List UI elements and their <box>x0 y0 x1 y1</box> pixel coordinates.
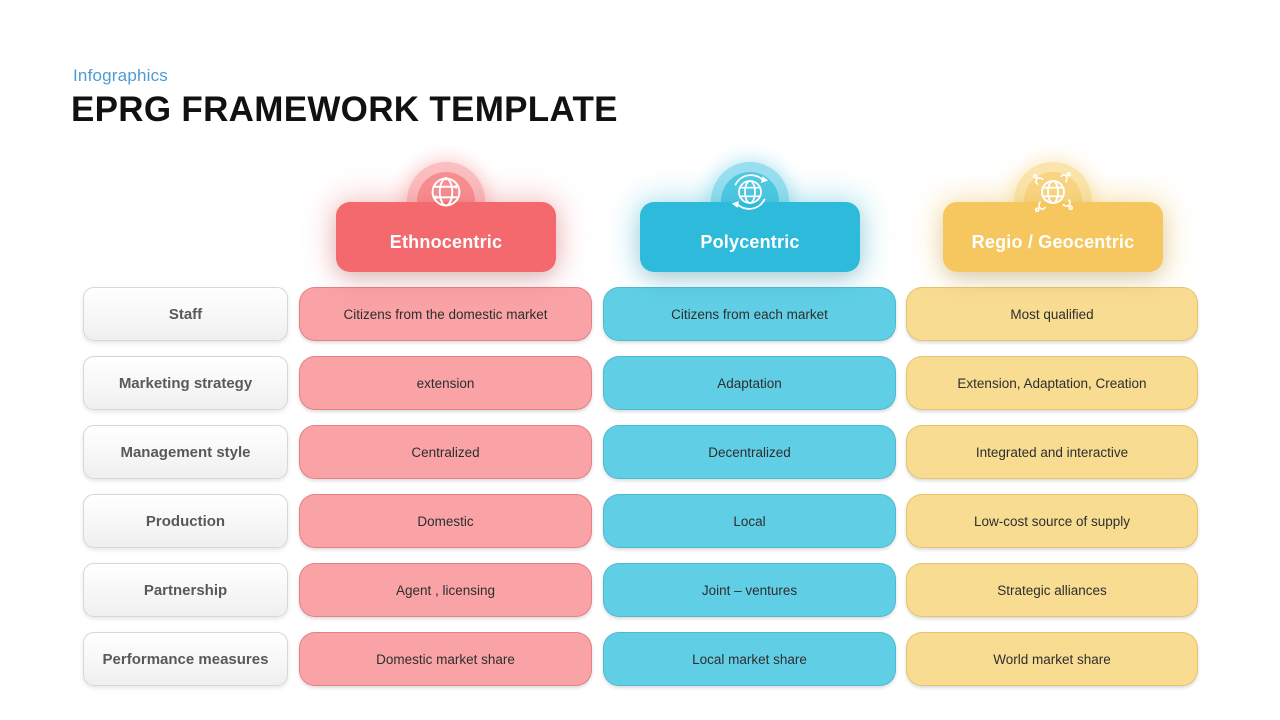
globe-network-icon <box>1032 171 1074 213</box>
row-label-partnership: Partnership <box>83 563 288 617</box>
row-label-production: Production <box>83 494 288 548</box>
column-header-ethnocentric: Ethnocentric <box>336 152 556 274</box>
cell-ethnocentric-staff: Citizens from the domestic market <box>299 287 592 341</box>
cell-polycentric-production: Local <box>603 494 896 548</box>
cell-geocentric-staff: Most qualified <box>906 287 1198 341</box>
row-label-performance-measures: Performance measures <box>83 632 288 686</box>
cell-geocentric-performance-measures: World market share <box>906 632 1198 686</box>
column-title-polycentric: Polycentric <box>640 202 860 272</box>
cell-polycentric-performance-measures: Local market share <box>603 632 896 686</box>
column-title-ethnocentric: Ethnocentric <box>336 202 556 272</box>
page-title: EPRG FRAMEWORK TEMPLATE <box>71 90 618 129</box>
cell-geocentric-marketing-strategy: Extension, Adaptation, Creation <box>906 356 1198 410</box>
row-label-management-style: Management style <box>83 425 288 479</box>
cell-polycentric-staff: Citizens from each market <box>603 287 896 341</box>
cell-polycentric-partnership: Joint – ventures <box>603 563 896 617</box>
column-header-polycentric: Polycentric <box>640 152 860 274</box>
cell-geocentric-production: Low-cost source of supply <box>906 494 1198 548</box>
cell-ethnocentric-production: Domestic <box>299 494 592 548</box>
cell-ethnocentric-partnership: Agent , licensing <box>299 563 592 617</box>
eyebrow-label: Infographics <box>73 66 169 85</box>
cell-polycentric-management-style: Decentralized <box>603 425 896 479</box>
globe-grid-icon <box>431 176 461 207</box>
cell-geocentric-partnership: Strategic alliances <box>906 563 1198 617</box>
cell-ethnocentric-management-style: Centralized <box>299 425 592 479</box>
column-header-geocentric: Regio / Geocentric <box>943 152 1163 274</box>
cell-polycentric-marketing-strategy: Adaptation <box>603 356 896 410</box>
cell-ethnocentric-marketing-strategy: extension <box>299 356 592 410</box>
row-label-staff: Staff <box>83 287 288 341</box>
cell-ethnocentric-performance-measures: Domestic market share <box>299 632 592 686</box>
globe-sync-icon <box>731 174 769 210</box>
column-title-geocentric: Regio / Geocentric <box>943 202 1163 272</box>
row-label-marketing-strategy: Marketing strategy <box>83 356 288 410</box>
cell-geocentric-management-style: Integrated and interactive <box>906 425 1198 479</box>
